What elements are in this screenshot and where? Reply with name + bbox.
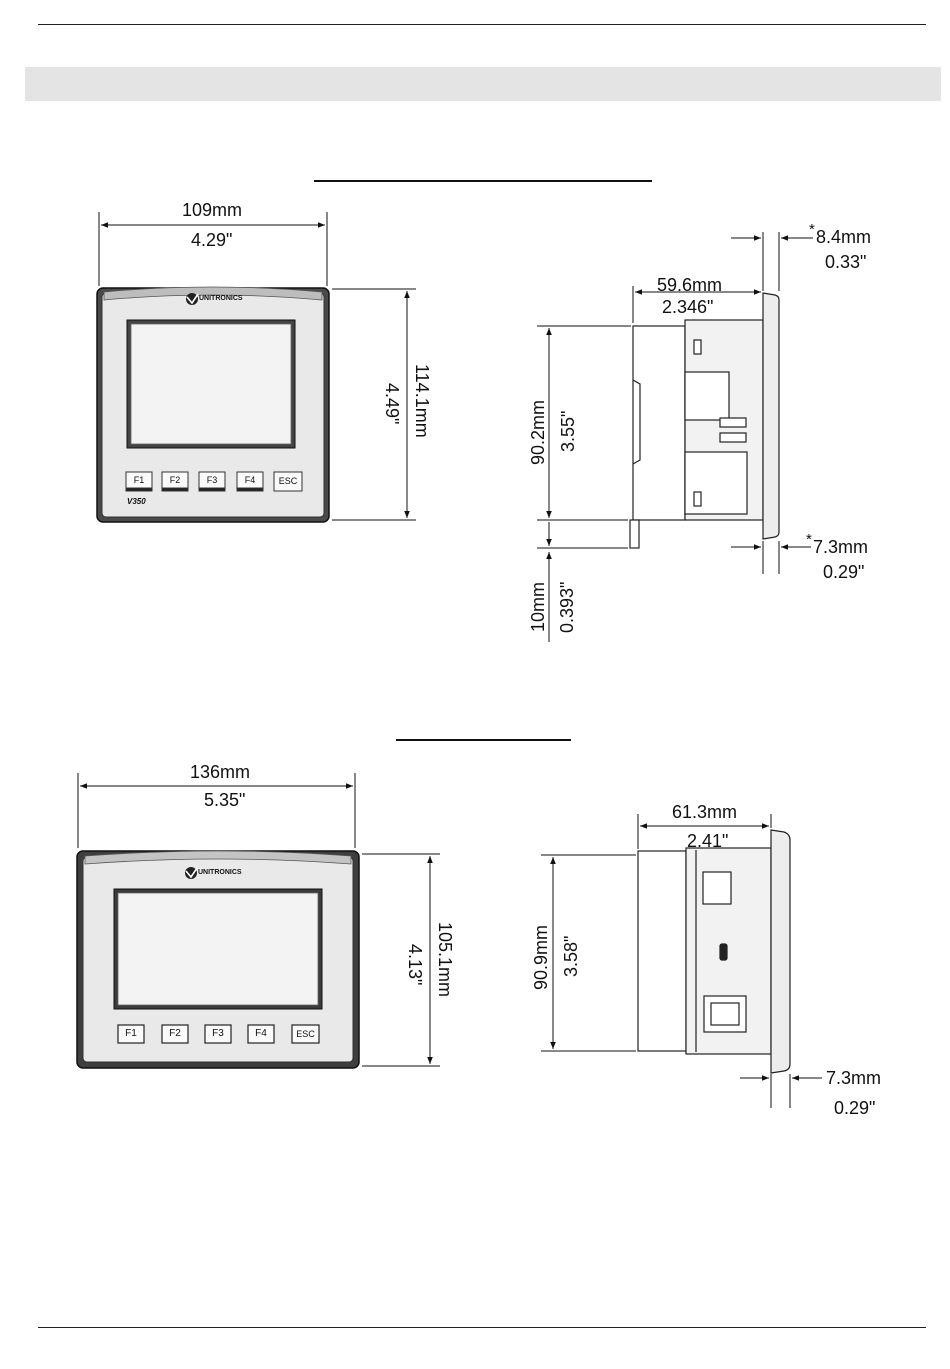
v350-body-mm: 90.2mm: [528, 400, 548, 465]
v430-brand-text: UNITRONICS: [198, 869, 242, 877]
v430-key-f2: F2: [162, 1028, 188, 1040]
v350-model-label: V350: [127, 497, 146, 507]
v350-depth-mm: 59.6mm: [657, 275, 722, 295]
v430-key-f4: F4: [248, 1028, 274, 1040]
v350-key-esc: ESC: [274, 475, 302, 487]
v350-key-f4: F4: [237, 474, 263, 486]
v350-key-f2: F2: [162, 474, 188, 486]
v430-bezel-mm: 7.3mm: [826, 1068, 881, 1088]
v350-width-in: 4.29": [191, 230, 232, 250]
v350-logo-mark: [186, 293, 198, 305]
v350-bottom-mm: 7.3mm: [813, 537, 868, 557]
v350-bottom-in: 0.29": [823, 562, 864, 582]
v430-width-mm: 136mm: [190, 762, 250, 782]
v350-top-asterisk: *: [809, 220, 815, 240]
v430-body-in: 3.58": [561, 936, 581, 977]
v350-depth-in: 2.346": [662, 297, 713, 317]
v350-key-f1: F1: [126, 474, 152, 486]
v350-top-mm: 8.4mm: [816, 227, 871, 247]
v430-height-in: 4.13": [405, 944, 425, 985]
v430-side-view: [638, 830, 790, 1073]
v350-key-f3: F3: [199, 474, 225, 486]
v350-body-in: 3.55": [558, 411, 578, 452]
v350-top-in: 0.33": [825, 252, 866, 272]
v430-width-in: 5.35": [204, 790, 245, 810]
v350-bottom-asterisk: *: [806, 530, 812, 550]
v350-height-in: 4.49": [382, 383, 402, 424]
v430-height-mm: 105.1mm: [435, 922, 455, 997]
v430-depth-mm: 61.3mm: [672, 802, 737, 822]
v430-body-mm: 90.9mm: [531, 925, 551, 990]
v430-key-esc: ESC: [292, 1028, 319, 1040]
v350-din-in: 0.393": [557, 582, 577, 633]
v430-bezel-in: 0.29": [834, 1098, 875, 1118]
v430-key-f3: F3: [205, 1028, 231, 1040]
v430-depth-in: 2.41": [687, 831, 728, 851]
v430-logo-mark: [185, 867, 197, 879]
v350-height-mm: 114.1mm: [412, 364, 432, 438]
v350-width-mm: 109mm: [182, 200, 242, 220]
v350-brand-text: UNITRONICS: [199, 295, 243, 303]
v430-key-f1: F1: [118, 1028, 144, 1040]
v350-din-mm: 10mm: [528, 582, 548, 632]
v350-side-view: [630, 293, 779, 548]
